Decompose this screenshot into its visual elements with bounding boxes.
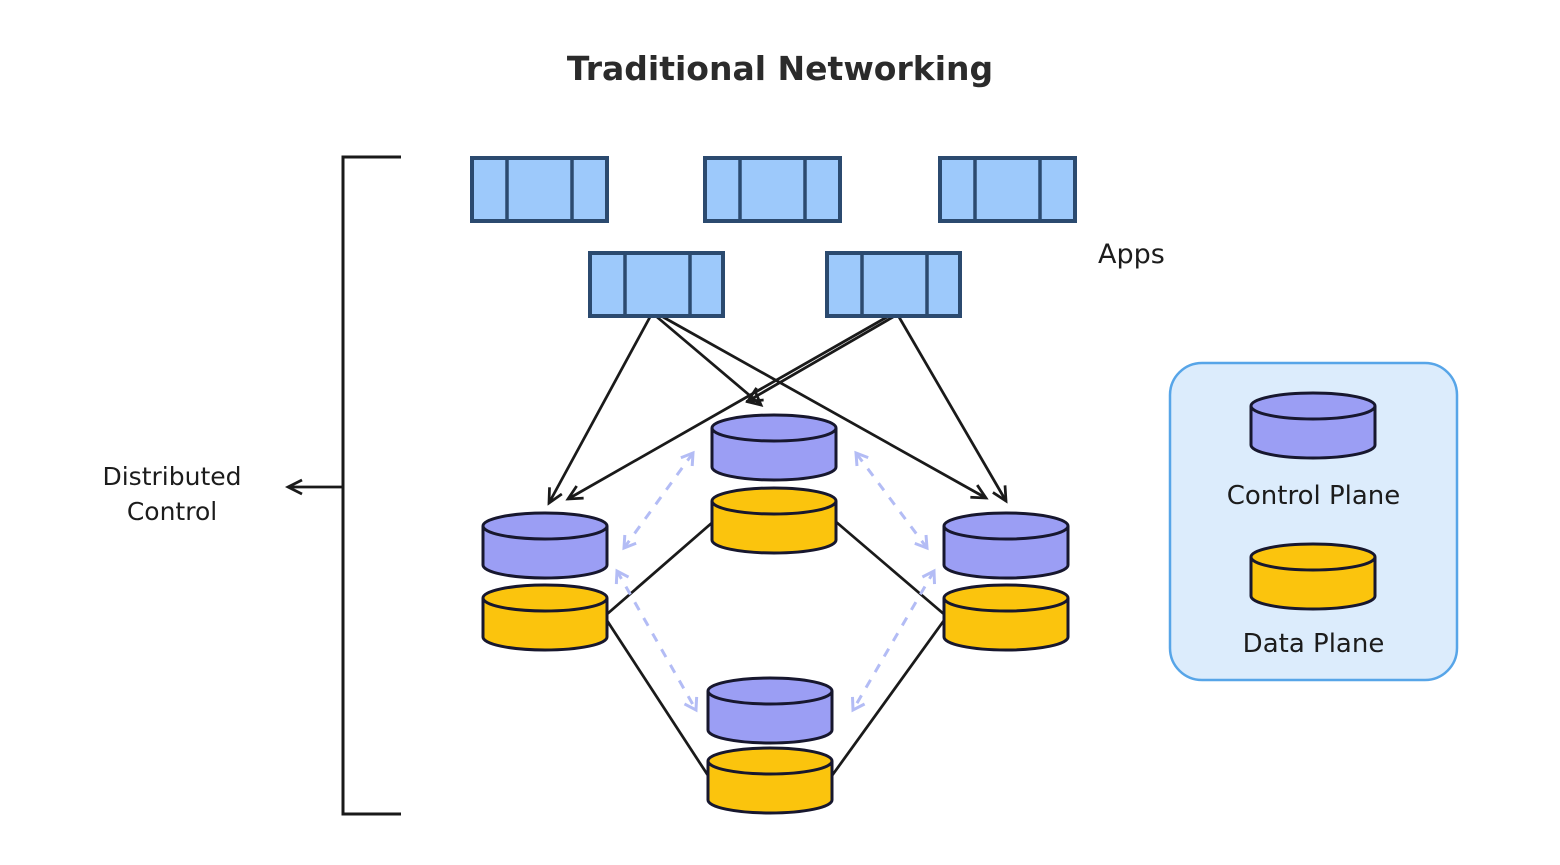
app-cluster-1 — [470, 156, 609, 223]
arrow-app5-left — [568, 315, 888, 499]
dashed-right-center — [854, 450, 929, 551]
legend-control-label: Control Plane — [1226, 481, 1401, 511]
node-center-control-cylinder — [710, 413, 838, 482]
legend-box — [1168, 361, 1459, 682]
dashed-left-center — [622, 450, 695, 551]
node-bottom-control-cylinder — [706, 676, 834, 745]
legend-data-cylinder — [1249, 542, 1377, 611]
distributed-control-label: Distributed Control — [72, 459, 272, 529]
distributed-control-line1: Distributed — [102, 462, 242, 491]
arrow-app4-right — [662, 315, 986, 498]
dashed-left-bottom — [614, 568, 699, 713]
app-cluster-3 — [938, 156, 1077, 223]
node-right-control-cylinder — [942, 511, 1070, 580]
legend-control-cylinder — [1249, 391, 1377, 460]
node-bottom-data-cylinder — [706, 746, 834, 815]
link-right-center — [834, 519, 946, 617]
app-to-node-arrows — [549, 315, 1006, 503]
dashed-right-bottom — [850, 568, 937, 713]
link-right-bottom — [829, 618, 947, 778]
apps-label: Apps — [1098, 239, 1165, 270]
control-plane-links — [614, 450, 937, 713]
link-left-center — [605, 519, 715, 617]
arrow-app4-center — [656, 315, 761, 405]
diagram-title: Traditional Networking — [566, 49, 994, 88]
app-cluster-5 — [825, 251, 962, 318]
app-cluster-2 — [703, 156, 842, 223]
distributed-control-line2: Control — [126, 497, 218, 526]
arrow-app5-center — [748, 315, 894, 401]
link-left-bottom — [604, 618, 711, 778]
node-right-data-cylinder — [942, 583, 1070, 652]
bracket — [341, 155, 401, 816]
arrow-app5-right — [897, 316, 1006, 501]
legend-data-label: Data Plane — [1242, 629, 1385, 659]
node-left-control-cylinder — [481, 511, 609, 580]
app-cluster-4 — [588, 251, 725, 318]
arrow-app4-left — [549, 316, 652, 503]
node-center-data-cylinder — [710, 486, 838, 555]
node-left-data-cylinder — [481, 583, 609, 652]
